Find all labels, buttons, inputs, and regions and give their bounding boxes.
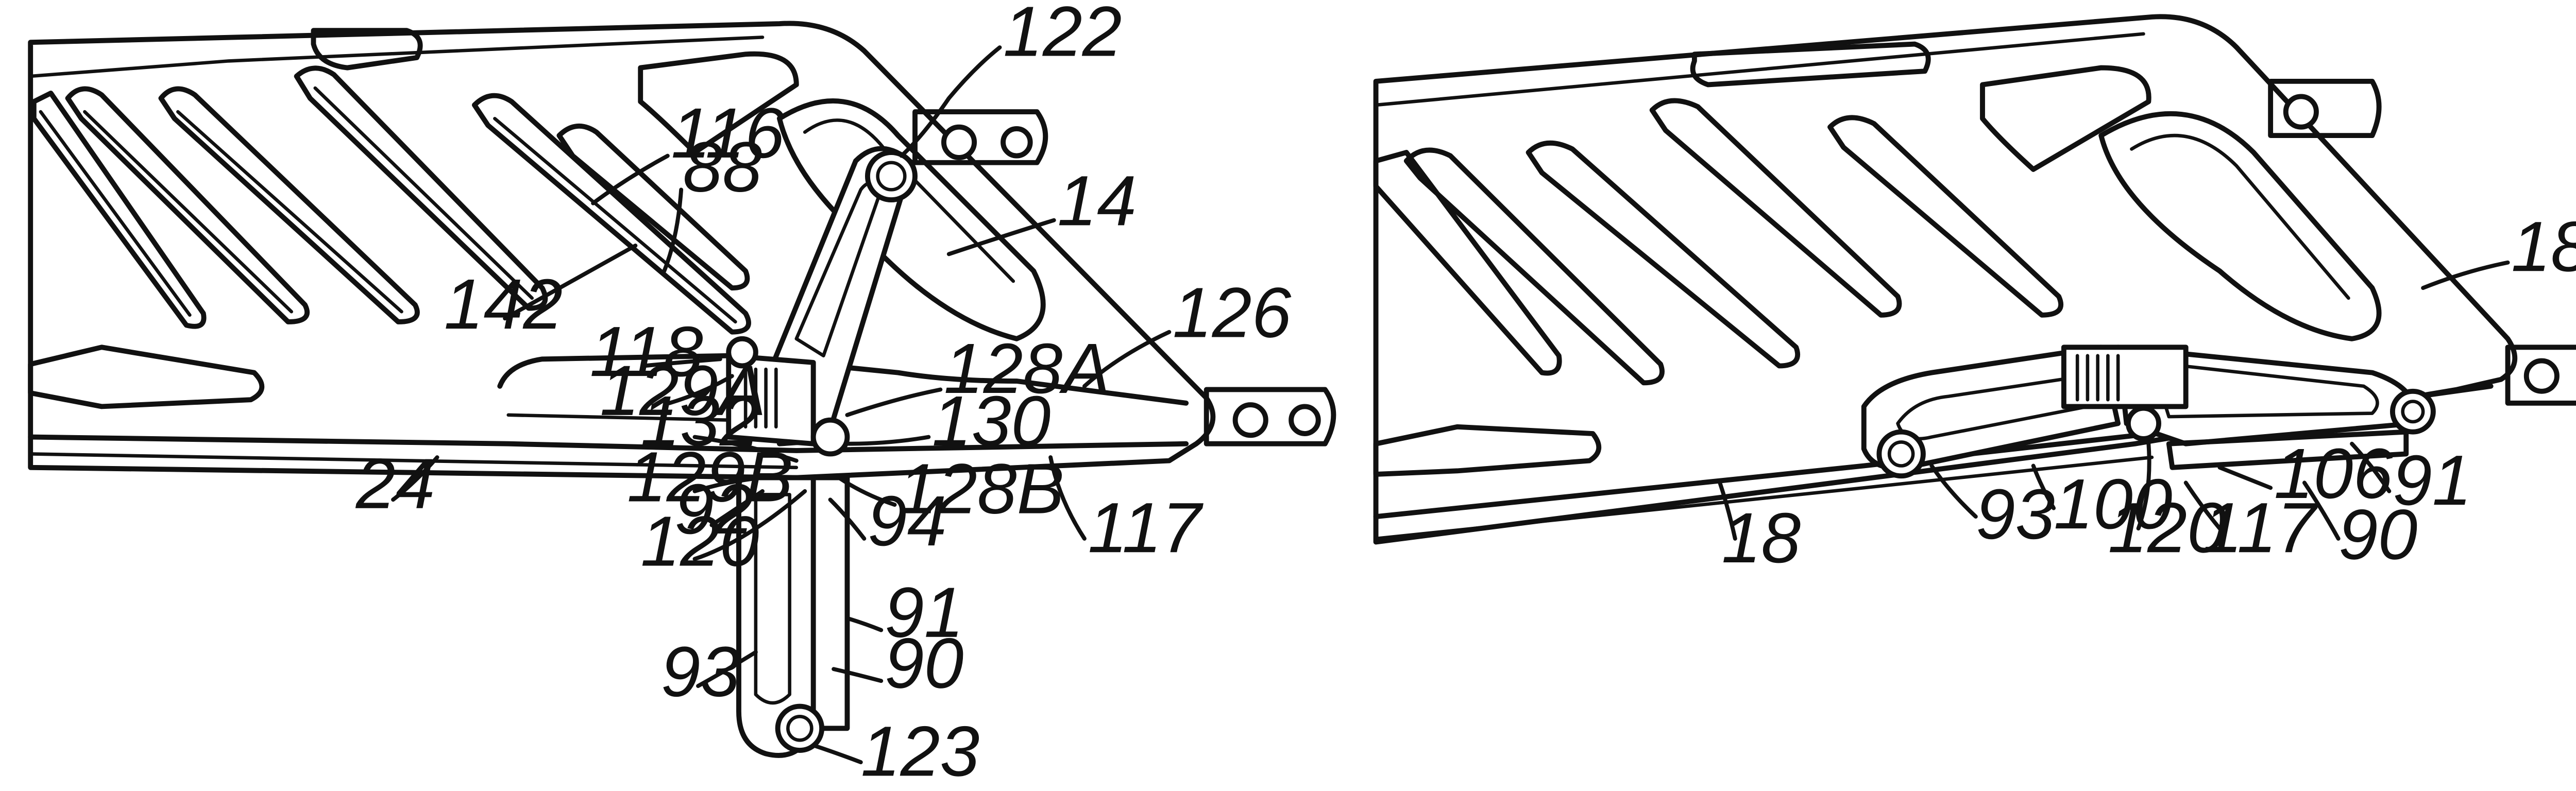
label-24: 24 — [355, 444, 435, 524]
hinge-pin-122 — [868, 152, 915, 200]
foot-pin-123 — [778, 707, 822, 751]
leader-106 — [2219, 468, 2270, 488]
foot-pin-right — [2393, 391, 2433, 432]
bumper-pin — [1003, 129, 1030, 156]
label-88: 88 — [683, 128, 762, 207]
label-142: 142 — [444, 265, 563, 344]
hinge-pin — [2128, 408, 2159, 439]
label-18-top: 18 — [2511, 207, 2576, 286]
label-120: 120 — [640, 502, 759, 581]
label-122: 122 — [1003, 0, 1122, 72]
foot-pin-left — [1879, 432, 1923, 476]
bumper-pin — [944, 127, 974, 158]
bumper-pin — [1291, 406, 1318, 434]
right-bumper-bottom — [2508, 347, 2576, 403]
bumper-pin — [2286, 96, 2316, 127]
label-117: 117 — [1088, 488, 1204, 568]
leader-90 — [834, 669, 881, 681]
label-126: 126 — [1173, 273, 1292, 353]
left-bumper-bottom — [1207, 389, 1334, 443]
label-93: 93 — [1976, 475, 2055, 554]
leader-123 — [814, 745, 861, 762]
label-90: 90 — [885, 624, 964, 703]
label-18-bottom: 18 — [1722, 498, 1801, 578]
bumper-pin — [2527, 361, 2557, 391]
hinge-pin-130 — [814, 420, 848, 454]
bumper-pin — [1235, 405, 1266, 435]
label-94: 94 — [868, 482, 947, 561]
label-90: 90 — [2338, 495, 2418, 574]
left-figure: 122 116 88 14 126 142 118 128A 129A 132 … — [30, 0, 1333, 791]
leader-91 — [847, 618, 881, 630]
lower-leg-strut — [814, 478, 848, 729]
label-123: 123 — [861, 712, 979, 791]
hinge-block — [2064, 347, 2186, 406]
leader-93 — [1931, 466, 1976, 517]
label-93: 93 — [661, 632, 740, 712]
right-figure: 18 18 93 100 120 117 106 91 90 — [1376, 16, 2576, 578]
label-14: 14 — [1057, 161, 1137, 240]
